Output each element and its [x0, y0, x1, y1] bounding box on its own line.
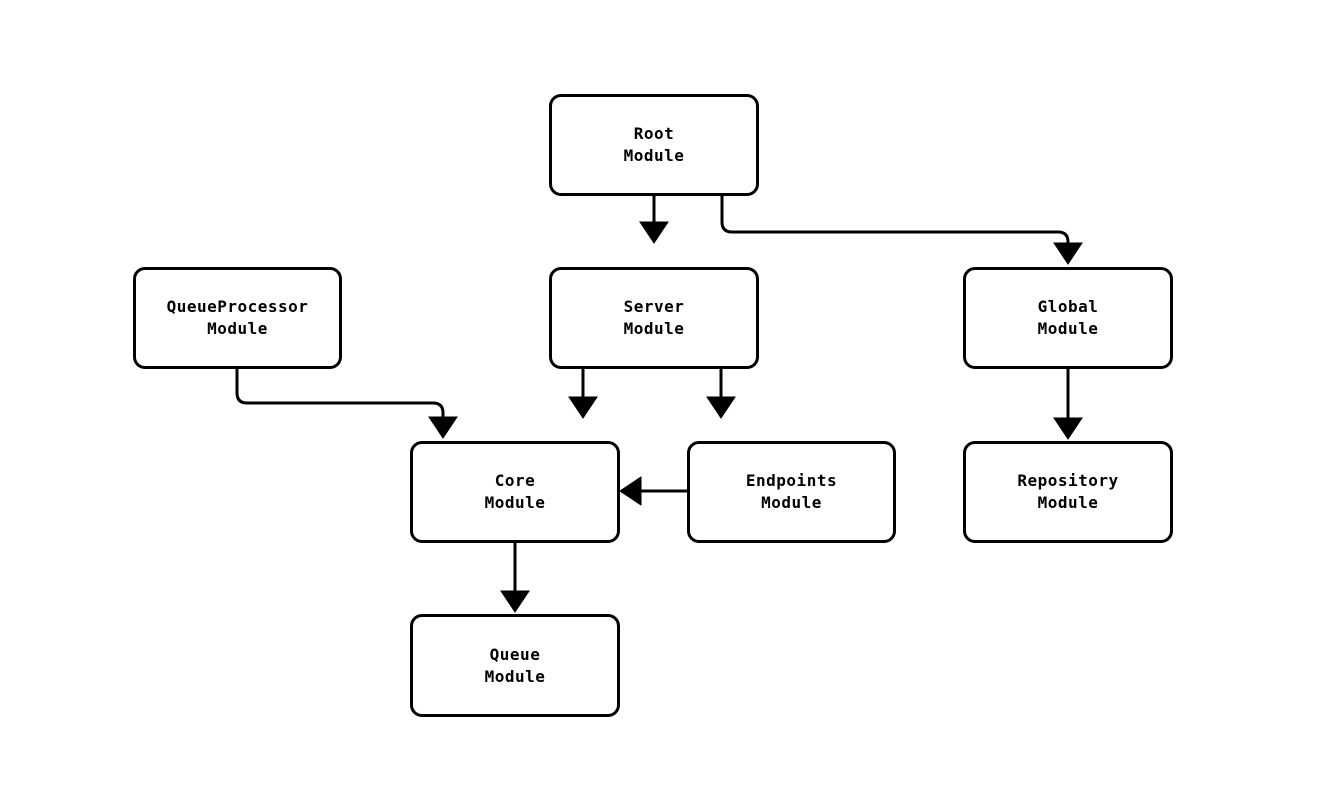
node-endpoints-module-name: Endpoints: [745, 471, 838, 490]
node-endpoints-module-kind: Module: [761, 493, 822, 512]
node-root-module-name: Root: [633, 124, 675, 143]
node-core-module-kind: Module: [484, 493, 546, 512]
node-global-module[interactable]: Global Module: [963, 267, 1173, 369]
node-core-module-name: Core: [494, 471, 536, 490]
node-server-module-name: Server: [623, 297, 685, 316]
node-queueprocessor-module-name: QueueProcessor: [166, 297, 309, 316]
node-repository-module-name: Repository: [1017, 471, 1119, 490]
node-queue-module-kind: Module: [484, 666, 546, 686]
node-endpoints-module[interactable]: Endpoints Module: [687, 441, 896, 543]
node-queue-module-name: Queue: [489, 644, 541, 664]
node-global-module-name: Global: [1037, 297, 1099, 316]
node-queue-module[interactable]: Queue Module: [410, 614, 620, 717]
edge-root-to-global: [720, 196, 1083, 265]
node-root-module-kind: Module: [623, 146, 685, 165]
node-queueprocessor-module[interactable]: QueueProcessor Module: [133, 267, 342, 369]
node-core-module[interactable]: Core Module: [410, 441, 620, 543]
node-global-module-kind: Module: [1037, 319, 1099, 338]
node-repository-module-kind: Module: [1037, 493, 1099, 512]
node-repository-module[interactable]: Repository Module: [963, 441, 1173, 543]
node-root-module[interactable]: Root Module: [549, 94, 759, 196]
node-server-module-kind: Module: [623, 319, 685, 338]
node-queueprocessor-module-kind: Module: [207, 319, 268, 338]
edge-queueprocessor-to-core: [235, 369, 458, 439]
node-server-module[interactable]: Server Module: [549, 267, 759, 369]
